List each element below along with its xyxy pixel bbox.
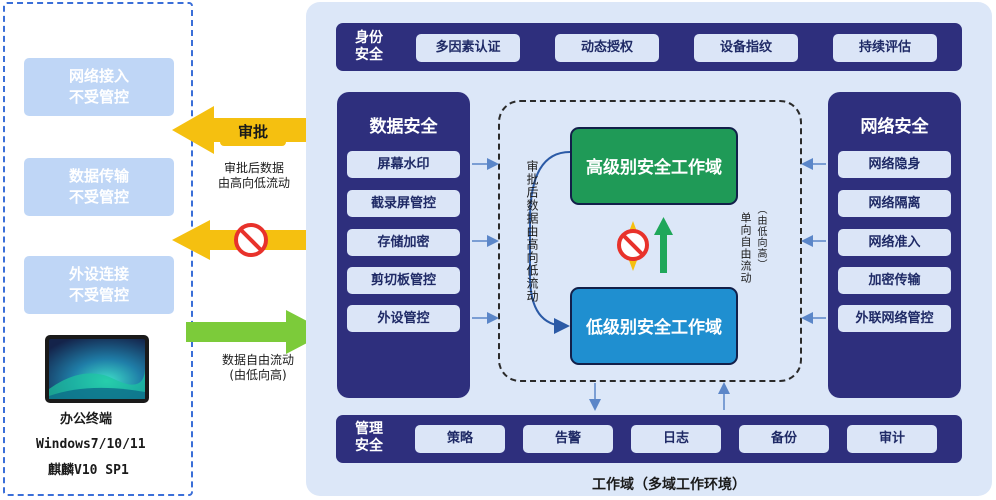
free-flow-desc: 数据自由流动 (由低向高): [221, 353, 294, 382]
net-chip-isolation: 网络隔离: [838, 190, 951, 217]
identity-chip-dynamic-auth: 动态授权: [555, 34, 659, 62]
work-domain-caption: 工作域（多域工作环境）: [592, 477, 746, 493]
free-flow-arrow: [186, 310, 328, 354]
approve-vertical-text: 审批后数据由高向低流动: [525, 160, 539, 303]
os-line-kylin: 麒麟V10 SP1: [48, 463, 129, 478]
tablet-icon: [45, 335, 149, 403]
connector-arrows: [472, 151, 826, 411]
management-security-label: 管理 安全: [355, 421, 383, 454]
data-chip-clipboard: 剪切板管控: [347, 267, 460, 294]
identity-security-label: 身份 安全: [355, 30, 383, 63]
high-level-domain: 高级别安全工作域: [570, 127, 738, 205]
low-level-domain: 低级别安全工作域: [570, 287, 738, 365]
mgmt-chip-audit: 审计: [847, 425, 937, 453]
network-access-text: 网络接入 不受管控: [68, 67, 129, 106]
oneway-vertical-text: 单向自由流动: [739, 212, 752, 284]
network-access-box: 网络接入 不受管控: [24, 58, 174, 116]
data-chip-storage-encrypt: 存储加密: [347, 229, 460, 256]
os-line-windows: Windows7/10/11: [36, 437, 146, 452]
mgmt-chip-backup: 备份: [739, 425, 829, 453]
network-security-title: 网络安全: [860, 117, 929, 137]
identity-chip-mfa: 多因素认证: [416, 34, 520, 62]
data-chip-watermark: 屏幕水印: [347, 151, 460, 178]
mgmt-chip-alert: 告警: [523, 425, 613, 453]
identity-chip-continuous-eval: 持续评估: [833, 34, 937, 62]
net-chip-external: 外联网络管控: [838, 305, 951, 332]
data-chip-screen-record: 截录屏管控: [347, 190, 460, 217]
up-arrow-head: [654, 217, 673, 235]
approve-label: 审批: [237, 123, 268, 141]
mgmt-chip-log: 日志: [631, 425, 721, 453]
net-chip-encrypted-transfer: 加密传输: [838, 267, 951, 294]
peripheral-text: 外设连接 不受管控: [68, 265, 129, 304]
prohibit-icon: [234, 223, 268, 257]
approve-desc: 审批后数据 由高向低流动: [217, 161, 290, 190]
net-chip-admission: 网络准入: [838, 229, 951, 256]
data-security-title: 数据安全: [369, 117, 438, 137]
peripheral-box: 外设连接 不受管控: [24, 256, 174, 314]
data-transfer-text: 数据传输 不受管控: [68, 167, 129, 206]
mgmt-chip-policy: 策略: [415, 425, 505, 453]
approve-badge: [220, 118, 286, 146]
terminal-caption: 办公终端: [60, 412, 113, 427]
up-arrow-shaft: [660, 233, 667, 273]
oneway-paren-text: （由低向高）: [755, 204, 766, 270]
net-chip-stealth: 网络隐身: [838, 151, 951, 178]
oneway-indicator: [617, 217, 673, 273]
data-chip-peripheral: 外设管控: [347, 305, 460, 332]
identity-chip-device-fingerprint: 设备指纹: [694, 34, 798, 62]
data-transfer-box: 数据传输 不受管控: [24, 158, 174, 216]
